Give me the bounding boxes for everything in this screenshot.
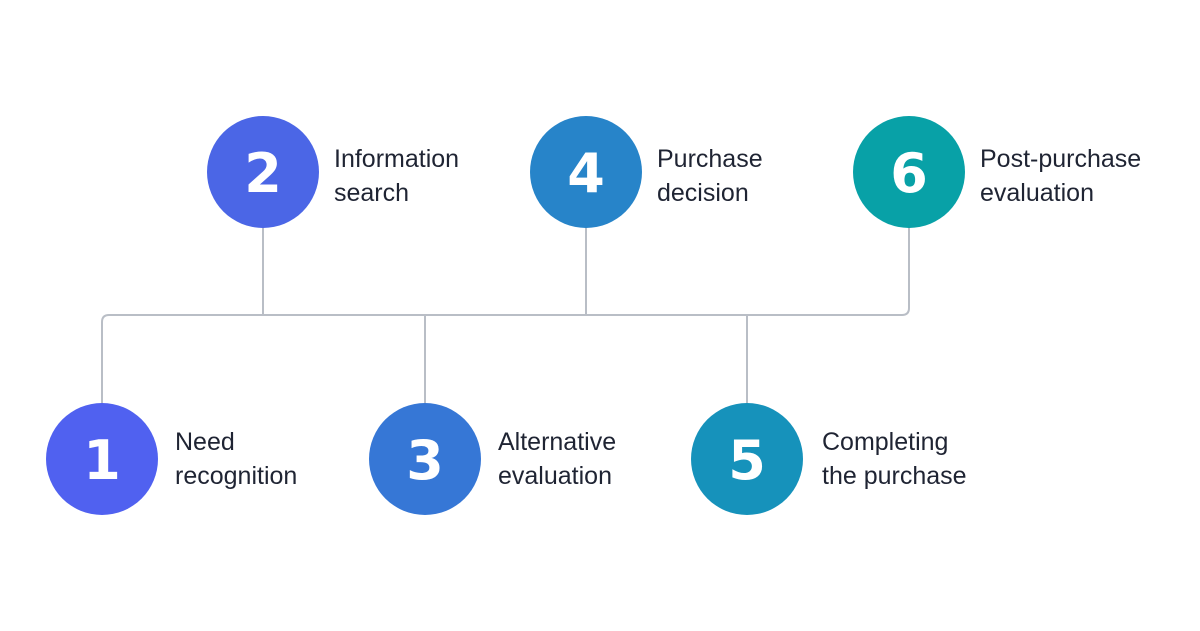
step-3-label-line-2: evaluation <box>498 462 612 490</box>
step-2-number: 2 <box>244 142 282 205</box>
step-2-node: 2 <box>207 116 319 228</box>
step-2-circle <box>207 116 319 228</box>
step-1-circle <box>46 403 158 515</box>
step-5-node: 5 <box>691 403 803 515</box>
step-3-node: 3 <box>369 403 481 515</box>
step-1-node: 1 <box>46 403 158 515</box>
step-4-number: 4 <box>567 142 605 205</box>
step-4-circle <box>530 116 642 228</box>
step-1-number: 1 <box>83 429 121 492</box>
step-5-label-line-1: Completing <box>822 428 949 456</box>
step-3-circle <box>369 403 481 515</box>
step-1-label: Need recognition <box>175 425 297 493</box>
step-2-label: Information search <box>334 142 459 210</box>
step-2-label-line-1: Information <box>334 145 460 173</box>
timeline-connector <box>101 227 910 403</box>
step-6-label-line-1: Post-purchase <box>980 145 1142 173</box>
step-5-number: 5 <box>728 429 766 492</box>
step-3-label-line-1: Alternative <box>498 428 617 456</box>
step-6-number: 6 <box>890 142 928 205</box>
step-6-circle <box>853 116 965 228</box>
step-4-node: 4 <box>530 116 642 228</box>
step-3-label: Alternative evaluation <box>498 425 616 493</box>
step-5-circle <box>691 403 803 515</box>
step-6-node: 6 <box>853 116 965 228</box>
step-3-number: 3 <box>406 429 444 492</box>
step-6-label: Post-purchase evaluation <box>980 142 1141 210</box>
step-5-label: Completing the purchase <box>822 425 967 493</box>
step-4-label: Purchase decision <box>657 142 763 210</box>
step-6-label-line-2: evaluation <box>980 179 1094 207</box>
step-1-label-line-2: recognition <box>175 462 298 490</box>
step-4-label-line-2: decision <box>657 179 749 207</box>
step-2-label-line-2: search <box>334 179 410 207</box>
step-4-label-line-1: Purchase <box>657 145 763 173</box>
step-1-label-line-1: Need <box>175 428 235 456</box>
step-5-label-line-2: the purchase <box>822 462 967 490</box>
